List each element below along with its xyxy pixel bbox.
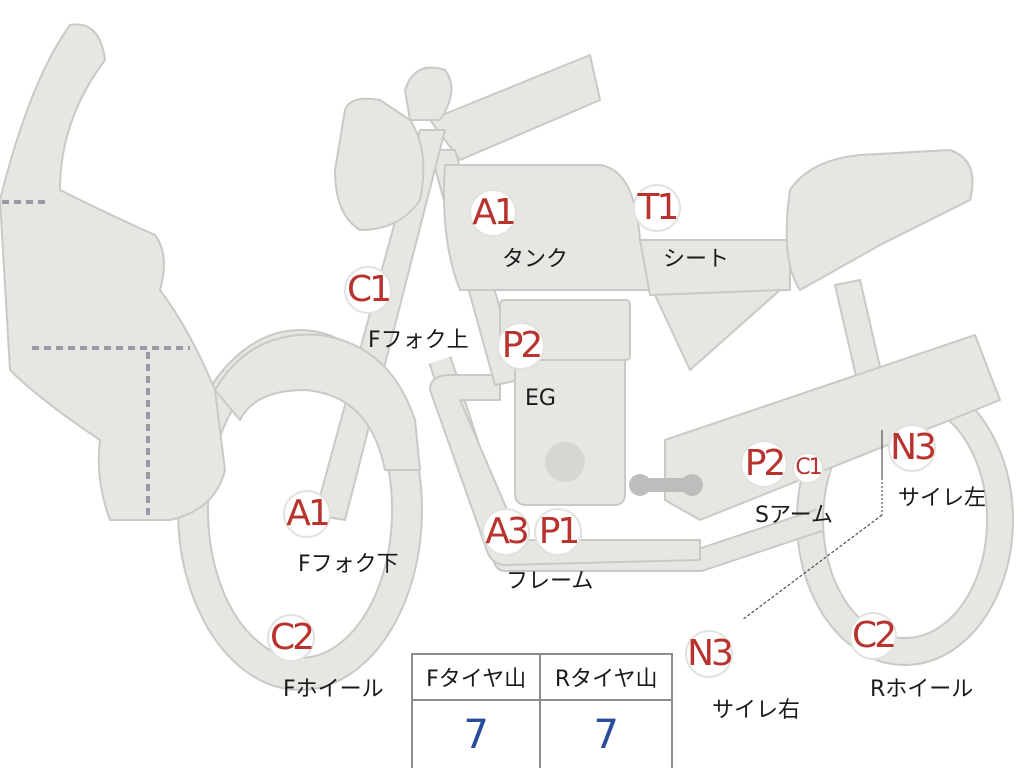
label-rear-wheel: Rホイール — [870, 677, 974, 702]
rear-frame — [654, 289, 781, 371]
front-tire-header: Fタイヤ山 — [410, 653, 542, 701]
front-tire-value: 7 — [410, 699, 542, 768]
front-fender — [214, 333, 421, 471]
badge-engine: P2 — [497, 322, 545, 370]
rear-tire-header: Rタイヤ山 — [539, 653, 673, 701]
label-silencer-right: サイレ右 — [712, 698, 801, 723]
fairing — [0, 23, 226, 521]
badge-frame-p1: P1 — [534, 508, 582, 556]
label-silencer-left: サイレ左 — [898, 486, 987, 511]
seat-cushion — [785, 149, 974, 291]
badge-front-fork-lower: A1 — [283, 490, 331, 538]
leader-side-right — [741, 514, 883, 621]
headlight — [334, 97, 425, 231]
badge-front-wheel: C2 — [267, 614, 315, 662]
badge-silencer-left: N3 — [888, 424, 937, 472]
label-swing-arm: Sアーム — [755, 503, 833, 528]
engine-cover — [545, 442, 585, 482]
label-front-wheel: Fホイール — [283, 677, 384, 702]
label-front-fork-upper: Fフォク上 — [368, 328, 469, 353]
mirror — [404, 66, 453, 121]
badge-rear-wheel: C2 — [849, 612, 897, 660]
badge-frame-a3: A3 — [482, 508, 530, 556]
badge-swing-arm-c1: C1 — [792, 452, 824, 484]
label-frame: フレーム — [506, 569, 594, 594]
badge-silencer-right: N3 — [685, 630, 734, 678]
label-engine: EG — [525, 386, 556, 411]
badge-tank: A1 — [469, 189, 517, 237]
badge-swing-arm: P2 — [740, 440, 788, 488]
tire-tread-table: Fタイヤ山 Rタイヤ山 7 7 — [410, 653, 673, 768]
badge-seat: T1 — [633, 184, 681, 232]
seat-base — [639, 239, 791, 296]
label-tank: タンク — [502, 247, 569, 272]
badge-front-fork-upper: C1 — [344, 266, 392, 314]
label-front-fork-lower: Fフォク下 — [298, 552, 399, 577]
frame-rail — [429, 54, 601, 161]
label-seat: シート — [663, 247, 730, 272]
rear-tire-value: 7 — [539, 699, 673, 768]
